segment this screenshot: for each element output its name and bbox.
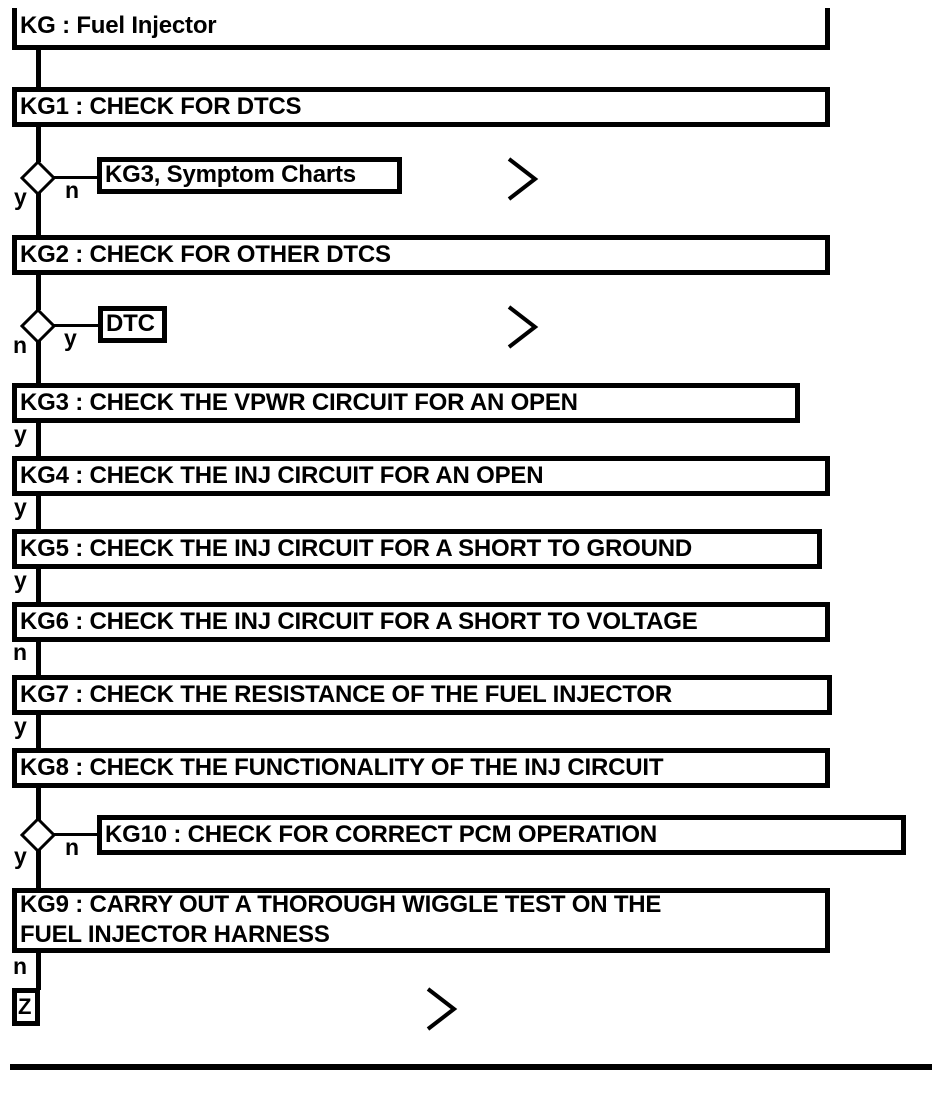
node-kg-title[interactable]: KG : Fuel Injector [12, 8, 830, 50]
node-kg3-label: KG3 : CHECK THE VPWR CIRCUIT FOR AN OPEN [20, 388, 578, 416]
branch-label-decision1-yes: y [14, 184, 27, 210]
node-kg10[interactable]: KG10 : CHECK FOR CORRECT PCM OPERATION [97, 815, 906, 855]
node-kg5[interactable]: KG5 : CHECK THE INJ CIRCUIT FOR A SHORT … [12, 529, 822, 569]
node-kg5-label: KG5 : CHECK THE INJ CIRCUIT FOR A SHORT … [20, 534, 692, 562]
off-page-connector-icon-2 [505, 303, 541, 351]
connector-kg4-to-kg5 [36, 495, 41, 530]
node-kg10-label: KG10 : CHECK FOR CORRECT PCM OPERATION [105, 820, 657, 848]
branch-label-kg9-no: n [13, 953, 28, 979]
branch-label-decision3-yes: y [14, 843, 27, 869]
node-kg4[interactable]: KG4 : CHECK THE INJ CIRCUIT FOR AN OPEN [12, 456, 830, 496]
branch-label-decision2-no: n [13, 332, 28, 358]
branch-line-decision1-yes [36, 192, 41, 237]
connector-kg1-to-decision1 [36, 126, 41, 162]
connector-kg7-to-kg8 [36, 714, 41, 749]
off-page-connector-icon-3 [424, 985, 460, 1033]
branch-label-kg7-yes: y [14, 713, 27, 739]
connector-kg6-to-kg7 [36, 641, 41, 676]
node-kg7[interactable]: KG7 : CHECK THE RESISTANCE OF THE FUEL I… [12, 675, 832, 715]
node-kg7-label: KG7 : CHECK THE RESISTANCE OF THE FUEL I… [20, 680, 672, 708]
branch-line-decision2-no [36, 340, 41, 385]
connector-kg2-to-decision2 [36, 274, 41, 310]
connector-kg8-to-decision3 [36, 787, 41, 820]
node-kg9-label: KG9 : CARRY OUT A THOROUGH WIGGLE TEST O… [20, 891, 662, 948]
node-kg3-symptom-charts[interactable]: KG3, Symptom Charts [97, 157, 402, 194]
node-z-terminal-label: Z [18, 993, 32, 1019]
connector-kg9-to-z [36, 952, 41, 990]
node-kg9[interactable]: KG9 : CARRY OUT A THOROUGH WIGGLE TEST O… [12, 888, 830, 953]
connector-kg5-to-kg6 [36, 568, 41, 603]
node-kg1[interactable]: KG1 : CHECK FOR DTCS [12, 87, 830, 127]
node-kg8-label: KG8 : CHECK THE FUNCTIONALITY OF THE INJ… [20, 753, 664, 781]
node-kg3[interactable]: KG3 : CHECK THE VPWR CIRCUIT FOR AN OPEN [12, 383, 800, 423]
node-kg2[interactable]: KG2 : CHECK FOR OTHER DTCS [12, 235, 830, 275]
node-kg4-label: KG4 : CHECK THE INJ CIRCUIT FOR AN OPEN [20, 461, 544, 489]
node-kg8[interactable]: KG8 : CHECK THE FUNCTIONALITY OF THE INJ… [12, 748, 830, 788]
page-footer-rule [10, 1064, 932, 1070]
branch-label-kg6-no: n [13, 639, 28, 665]
branch-label-decision2-yes: y [64, 325, 77, 351]
off-page-connector-icon-1 [505, 155, 541, 203]
connector-kg-to-kg1 [36, 48, 41, 88]
branch-label-kg5-yes: y [14, 567, 27, 593]
node-dtc-label: DTC [106, 310, 155, 337]
branch-label-decision1-no: n [65, 177, 80, 203]
branch-label-decision3-no: n [65, 834, 80, 860]
node-kg1-label: KG1 : CHECK FOR DTCS [20, 92, 302, 120]
node-kg-title-label: KG : Fuel Injector [20, 12, 217, 39]
node-kg2-label: KG2 : CHECK FOR OTHER DTCS [20, 240, 391, 268]
branch-label-kg4-yes: y [14, 494, 27, 520]
branch-line-decision2-yes [52, 324, 100, 327]
node-z-terminal[interactable]: Z [12, 988, 40, 1026]
branch-line-decision3-yes [36, 849, 41, 894]
node-kg6[interactable]: KG6 : CHECK THE INJ CIRCUIT FOR A SHORT … [12, 602, 830, 642]
branch-label-kg3-yes: y [14, 421, 27, 447]
branch-line-decision1-no [52, 176, 100, 179]
node-kg3-symptom-charts-label: KG3, Symptom Charts [105, 161, 356, 188]
node-dtc[interactable]: DTC [98, 306, 167, 343]
node-kg6-label: KG6 : CHECK THE INJ CIRCUIT FOR A SHORT … [20, 607, 698, 635]
branch-line-decision3-no [52, 833, 100, 836]
connector-kg3-to-kg4 [36, 422, 41, 457]
